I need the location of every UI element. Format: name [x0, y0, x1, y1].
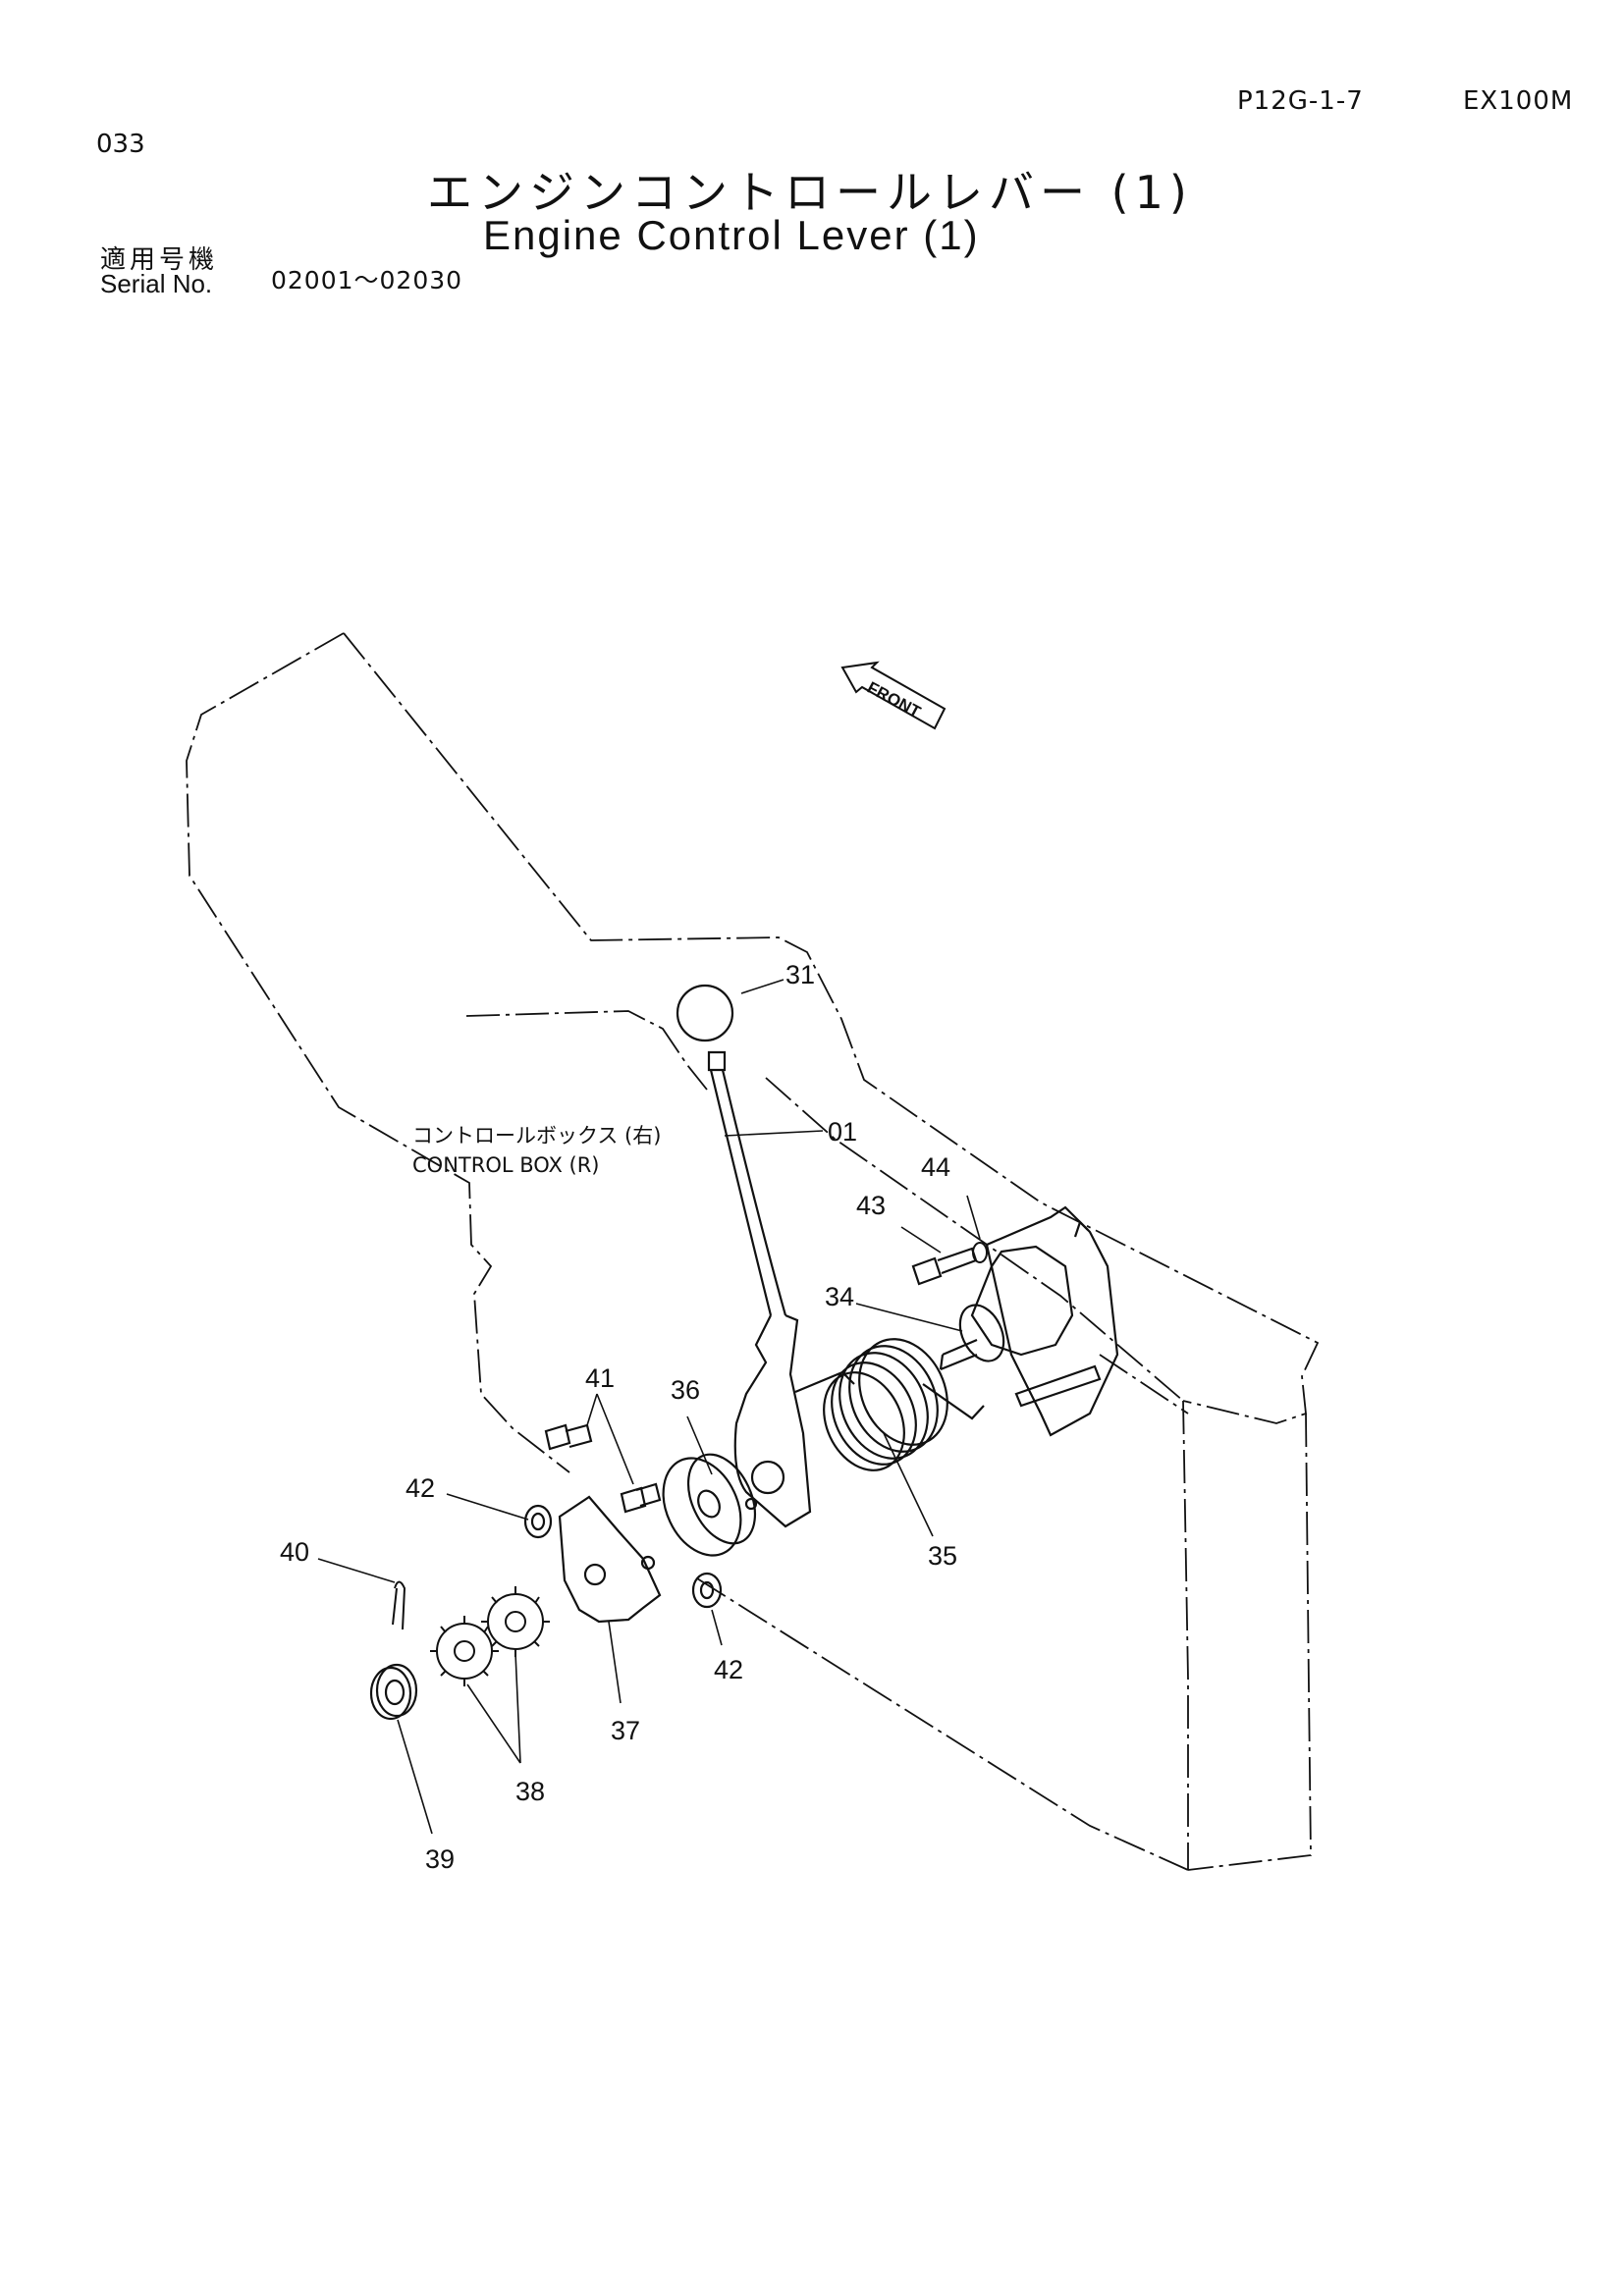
sheet-number: 033	[96, 130, 145, 159]
screws-part-41	[544, 1423, 662, 1514]
callout-42-upper: 42	[406, 1473, 435, 1503]
bolt-part-43	[911, 1247, 978, 1286]
callout-37: 37	[611, 1716, 640, 1745]
callout-35: 35	[928, 1541, 957, 1571]
serial-range: 02001～02030	[271, 266, 463, 294]
title-japanese: エンジンコントロールレバー (1)	[427, 166, 1193, 219]
control-box-outline	[186, 632, 1320, 1871]
title-english: Engine Control Lever (1)	[483, 212, 980, 258]
callout-34: 34	[825, 1282, 854, 1311]
callout-44: 44	[921, 1152, 950, 1182]
serial-label-english: Serial No.	[100, 269, 213, 298]
bracket-part-34	[939, 1205, 1119, 1437]
callout-36: 36	[671, 1375, 700, 1405]
cotter-pin-part-40	[392, 1580, 406, 1630]
nut-part-42-upper	[523, 1504, 553, 1539]
control-box-label-en: CONTROL BOX (R)	[412, 1153, 600, 1177]
lock-washers-part-38	[430, 1586, 550, 1686]
callout-38: 38	[515, 1777, 545, 1806]
serial-label-japanese: 適用号機	[100, 245, 219, 275]
nut-part-39	[369, 1663, 418, 1721]
control-box-label-jp: コントロールボックス (右)	[412, 1124, 661, 1148]
lever-part-01	[707, 1050, 812, 1528]
leader-lines	[317, 979, 981, 1835]
model-number: EX100M	[1463, 86, 1574, 116]
washer-part-36	[662, 1453, 757, 1557]
callout-40: 40	[280, 1537, 309, 1567]
front-arrow-icon	[840, 661, 947, 730]
page-code: P12G-1-7	[1237, 86, 1364, 116]
callout-43: 43	[856, 1191, 886, 1220]
callout-31: 31	[785, 960, 815, 989]
knob-part-31	[676, 984, 734, 1042]
spring-part-35	[794, 1338, 985, 1471]
callout-01: 01	[828, 1117, 857, 1147]
plate-part-37	[558, 1495, 662, 1624]
callout-42-lower: 42	[714, 1655, 743, 1684]
washer-part-44	[972, 1242, 988, 1263]
callout-41: 41	[585, 1363, 615, 1393]
nut-part-42-lower	[691, 1572, 723, 1609]
callout-39: 39	[425, 1844, 455, 1874]
